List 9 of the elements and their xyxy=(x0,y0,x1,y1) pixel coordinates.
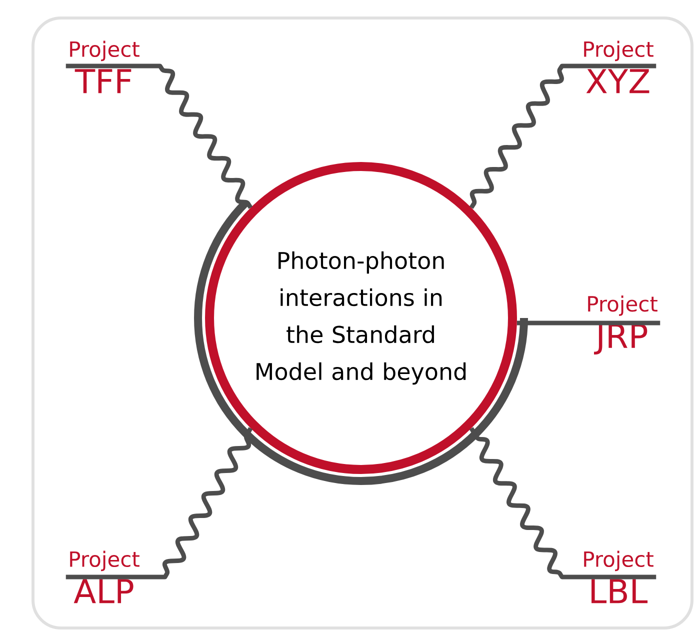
project-label: Project LBL xyxy=(584,550,654,604)
wavy-line xyxy=(517,320,660,326)
project-label: Project TFF xyxy=(70,40,140,94)
project-label: Project ALP xyxy=(70,550,140,604)
project-label: Project XYZ xyxy=(584,40,654,94)
wavy-line xyxy=(66,64,253,209)
wavy-line xyxy=(66,427,253,580)
wavy-line xyxy=(469,427,656,580)
wavy-line xyxy=(469,64,656,209)
